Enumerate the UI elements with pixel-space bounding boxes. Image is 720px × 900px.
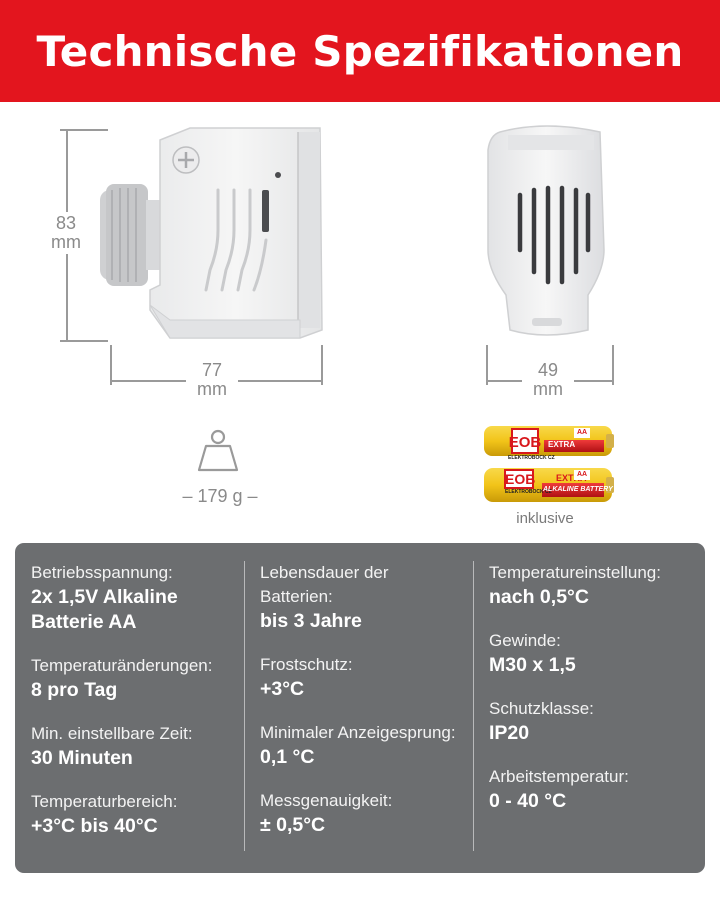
spec-value: bis 3 Jahre — [260, 610, 362, 632]
spec-value: 8 pro Tag — [31, 679, 118, 701]
width-unit: mm — [186, 380, 238, 399]
spec-value: 30 Minuten — [31, 747, 133, 769]
battery-type-top-line1: EXTRA — [548, 440, 576, 449]
battery-type-bottom-line1: EXTRA — [556, 473, 587, 483]
battery-type-bottom-line2: ALKALINE BATTERY — [543, 486, 613, 493]
header-banner: Technische Spezifikationen — [0, 0, 720, 102]
spec-label: Messgenauigkeit: — [260, 791, 393, 810]
column-divider — [473, 561, 474, 851]
spec-label: Min. einstellbare Zeit: — [31, 724, 193, 743]
spec-label: Gewinde: — [489, 631, 561, 650]
spec-label: Temperaturänderungen: — [31, 656, 213, 675]
depth-dimension-label: 49 mm — [522, 361, 574, 399]
thermostat-side-view — [100, 127, 323, 339]
thermostat-front-view — [487, 125, 605, 336]
spec-value: nach 0,5°C — [489, 586, 589, 608]
batteries-included-caption: inklusive — [516, 510, 574, 527]
spec-item: Frostschutz: +3°C — [260, 653, 475, 702]
spec-item: Temperatureinstellung: nach 0,5°C — [489, 561, 699, 610]
spec-item: Schutzklasse: IP20 — [489, 697, 699, 746]
height-unit: mm — [51, 232, 81, 252]
column-divider — [244, 561, 245, 851]
spec-value: +3°C bis 40°C — [31, 815, 158, 837]
spec-value: 0 - 40 °C — [489, 790, 567, 812]
svg-text:EOB: EOB — [509, 434, 542, 451]
spec-column-3: Temperatureinstellung: nach 0,5°C Gewind… — [489, 561, 699, 833]
depth-value: 49 — [537, 360, 559, 380]
spec-value: ± 0,5°C — [260, 814, 326, 836]
battery-brand-bottom: EOB — [505, 471, 536, 487]
spec-value: M30 x 1,5 — [489, 654, 576, 676]
spec-item: Temperaturbereich: +3°C bis 40°C — [31, 790, 246, 839]
height-tick-top — [60, 129, 108, 131]
spec-label: Betriebsspannung: — [31, 563, 173, 582]
spec-item: Temperaturänderungen: 8 pro Tag — [31, 654, 246, 703]
depth-tick-left — [486, 345, 488, 385]
battery-badge-bottom: AA — [574, 470, 591, 480]
spec-item: Messgenauigkeit: ± 0,5°C — [260, 789, 475, 838]
width-dimension-label: 77 mm — [186, 361, 238, 399]
height-tick-bottom — [60, 340, 108, 342]
battery-maker-top: ELEKTROBOCK CZ — [508, 455, 555, 461]
spec-label: Frostschutz: — [260, 655, 353, 674]
spec-item: Betriebsspannung: 2x 1,5V Alkaline Batte… — [31, 561, 246, 635]
spec-item: Minimaler Anzeigesprung: 0,1 °C — [260, 721, 475, 770]
display-slot — [262, 190, 269, 232]
height-value: 83 — [55, 213, 77, 233]
depth-unit: mm — [522, 380, 574, 399]
depth-tick-right — [612, 345, 614, 385]
spec-label: Schutzklasse: — [489, 699, 594, 718]
spec-item: Lebensdauer der Batterien: bis 3 Jahre — [260, 561, 475, 634]
width-value: 77 — [201, 360, 223, 380]
weight-icon — [197, 429, 239, 472]
spec-value: 0,1 °C — [260, 746, 315, 768]
weight-label: – 179 g – — [182, 486, 258, 506]
spec-column-1: Betriebsspannung: 2x 1,5V Alkaline Batte… — [31, 561, 246, 858]
page-title: Technische Spezifikationen — [36, 26, 684, 76]
spec-label: Arbeitstemperatur: — [489, 767, 629, 786]
specifications-panel: Betriebsspannung: 2x 1,5V Alkaline Batte… — [15, 543, 705, 873]
spec-value: +3°C — [260, 678, 305, 700]
spec-label: Temperaturbereich: — [31, 792, 178, 811]
battery-maker-bottom: ELEKTROBOCK CZ — [505, 489, 552, 495]
width-tick-right — [321, 345, 323, 385]
spec-label: Temperatureinstellung: — [489, 563, 661, 582]
spec-item: Min. einstellbare Zeit: 30 Minuten — [31, 722, 246, 771]
led-dot — [275, 172, 281, 178]
spec-value: 2x 1,5V Alkaline Batterie AA — [31, 586, 178, 633]
spec-label: Lebensdauer der Batterien: — [260, 563, 389, 606]
spec-item: Gewinde: M30 x 1,5 — [489, 629, 699, 678]
spec-label: Minimaler Anzeigesprung: — [260, 723, 456, 742]
height-dimension-label: 83 mm — [38, 212, 94, 254]
spec-column-2: Lebensdauer der Batterien: bis 3 Jahre F… — [260, 561, 475, 857]
spec-item: Arbeitstemperatur: 0 - 40 °C — [489, 765, 699, 814]
product-drawings: EOB — [100, 125, 614, 502]
thermostat-side-panel — [298, 132, 320, 328]
width-tick-left — [110, 345, 112, 385]
spec-value: IP20 — [489, 722, 530, 744]
battery-badge-top: AA — [574, 428, 591, 438]
